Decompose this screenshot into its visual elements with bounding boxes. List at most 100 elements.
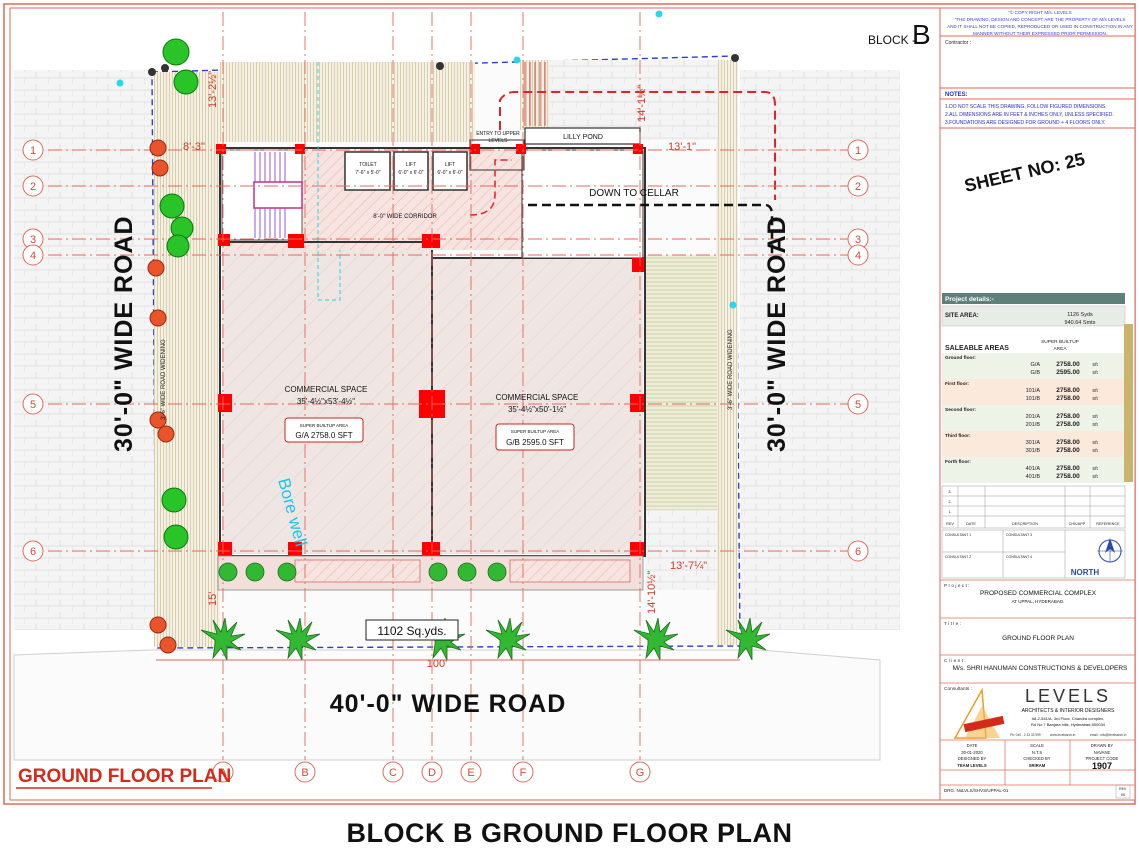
corridor-label: 8'-0" WIDE CORRIDOR [373, 214, 437, 220]
grid-label-3-left: 3 [30, 234, 36, 246]
grid-label-4-right: 4 [855, 250, 861, 262]
palm-icons-bottom [200, 562, 771, 661]
tb-value-drawn: NAVANE [1094, 750, 1111, 755]
road-right-label: 30'-0" WIDE ROAD [763, 215, 791, 452]
dim-bottom-right: 13'-7¼" [670, 560, 707, 572]
floor-unit-area: 2758.00 [1056, 439, 1080, 446]
floor-unit-unit: 101/A [1026, 388, 1041, 394]
title-block: "© COPY RIGHT M/s. LEVELS "THE DRAWING, … [940, 9, 1135, 129]
grid-label-6-left: 6 [30, 546, 36, 558]
copyright-line-3: AND IT SHALL NOT BE COPIED, REPRODUCED O… [947, 24, 1133, 29]
saleable-label: SALEABLE AREAS [945, 345, 1009, 352]
floor-name: First floor: [945, 381, 969, 387]
rev-header-chk: CHK/APP [1069, 522, 1086, 526]
floor-name: Ground floor: [945, 355, 976, 361]
drg-no-label: DRG. No: [944, 788, 964, 793]
grid-label-1-left: 1 [30, 145, 36, 157]
grid-label-f: F [520, 767, 527, 779]
toilet-size: 7'-6" x 5'-0" [355, 170, 380, 176]
floor-row-bg [942, 405, 1124, 431]
rev-header-rev: REV [946, 522, 954, 526]
grid-bubbles-left [22, 139, 44, 562]
floor-unit-area: 2595.00 [1056, 369, 1080, 376]
site-area-label: SITE AREA: [945, 313, 979, 319]
client-name: M/s. SHRI HANUMAN CONSTRUCTIONS & DEVELO… [953, 665, 1128, 672]
floor-unit-area: 2758.00 [1056, 413, 1080, 420]
lift-1-label: LIFT [406, 162, 416, 168]
levels-logo-icon [953, 687, 1005, 739]
copyright-line-2: "THE DRAWING, DESIGN AND CONCEPT ARE THE… [955, 17, 1126, 22]
consultant-2: CONSULTANT 2 [945, 555, 971, 559]
floor-unit-unit-label: Sft [1092, 422, 1098, 427]
floor-unit-unit-label: Sft [1092, 474, 1098, 479]
floor-unit-area: 2758.00 [1056, 361, 1080, 368]
firm-address-1: #8-2-541/A, 3rd Floor, Chandra complex, [1032, 716, 1104, 721]
tb-header-checked: CHECKED BY [1023, 756, 1050, 761]
floor-unit-unit-label: Sft [1092, 448, 1098, 453]
floor-unit-unit: 301/A [1026, 440, 1041, 446]
grid-label-d: D [428, 767, 436, 779]
plot-area-label: 1102 Sq.yds. [377, 624, 446, 638]
floor-unit-unit-label: Sft [1092, 466, 1098, 471]
dim-top-left: 13'-2½" [207, 71, 219, 108]
floor-unit-unit: 101/B [1026, 396, 1041, 402]
grid-label-3-right: 3 [855, 234, 861, 246]
grid-label-e: E [467, 767, 474, 779]
floor-unit-unit: G/A [1031, 362, 1041, 368]
revision-table [941, 485, 1126, 579]
lift-1-size: 6'-0" x 6'-0" [398, 170, 423, 176]
grid-label-g: G [636, 767, 645, 779]
grid-label-5-right: 5 [855, 399, 861, 411]
floor-unit-area: 2758.00 [1056, 447, 1080, 454]
tree-icons-left [147, 38, 199, 654]
dim-top-right: 14'-1½" [636, 85, 648, 122]
rev-row-3: 3. [948, 490, 951, 494]
floor-unit-unit-label: Sft [1092, 388, 1098, 393]
firm-phone: Ph: 040 - 2 33 33 999 [1010, 733, 1041, 737]
grid-label-1-right: 1 [855, 145, 861, 157]
floor-row-bg [942, 353, 1124, 379]
floor-unit-area: 2758.00 [1056, 465, 1080, 472]
rev-row-1: 1. [948, 510, 951, 514]
firm-web: www.levelsarch.in [1050, 733, 1076, 737]
shop-a-area-box [284, 417, 364, 443]
floor-unit-unit: 201/B [1026, 422, 1041, 428]
grid-label-2-right: 2 [855, 181, 861, 193]
road-bottom-label: 40'-0" WIDE ROAD [330, 690, 567, 718]
floor-unit-area: 2758.00 [1056, 421, 1080, 428]
note-3: 3.FOUNDATIONS ARE DESIGNED FOR GROUND + … [945, 120, 1105, 126]
tb-header-date: DATE [967, 743, 978, 748]
consultant-3: CONSULTANT 3 [1006, 533, 1032, 537]
note-2: 2.ALL DIMENSIONS ARE IN FEET & INCHES ON… [945, 112, 1114, 118]
down-to-cellar-label: DOWN TO CELLAR [589, 188, 679, 199]
super-builtup-label-2: AREA [1053, 346, 1067, 352]
title-label: T i t l e : [944, 621, 961, 627]
dim-bottom-left: 15' [207, 592, 219, 606]
floor-unit-unit-label: Sft [1092, 370, 1098, 375]
floor-unit-area: 2758.00 [1056, 473, 1080, 480]
floor-unit-area: 2758.00 [1056, 387, 1080, 394]
shop-a-area-label: SUPER BUILTUP AREA [300, 423, 349, 428]
plot-area-box [365, 619, 459, 641]
tb-header-code: PROJECT CODE [1086, 756, 1119, 761]
super-builtup-label-1: SUPER BUILTUP [1041, 339, 1079, 345]
dim-bottom-right-2: 14'-10½" [646, 571, 658, 614]
block-label-letter: B [912, 19, 931, 50]
consultant-4: CONSULTANT 4 [1006, 555, 1032, 559]
tb-value-checked: SRIRAM [1029, 763, 1046, 768]
rev-header-reference: REFERENCE [1096, 522, 1120, 526]
floor-unit-unit-label: Sft [1092, 396, 1098, 401]
floor-name: Second floor: [945, 407, 976, 413]
grid-label-4-left: 4 [30, 250, 36, 262]
drg-no: LVLS/SHVS/UPPAL-01 [962, 788, 1009, 793]
floor-row-bg [942, 457, 1124, 483]
north-arrow-icon [1097, 538, 1123, 563]
dim-bottom-width: 100' [427, 658, 447, 670]
firm-tagline: ARCHITECTS & INTERIOR DESIGNERS [1022, 708, 1115, 714]
shop-b-area-label: SUPER BUILTUP AREA [511, 429, 560, 434]
rev-row-2: 2. [948, 500, 951, 504]
room-labels: TOILET 7'-6" x 5'-0" LIFT 6'-0" x 6'-0" … [285, 131, 679, 414]
grid-label-c: C [389, 767, 397, 779]
floor-unit-unit: 401/B [1026, 474, 1041, 480]
